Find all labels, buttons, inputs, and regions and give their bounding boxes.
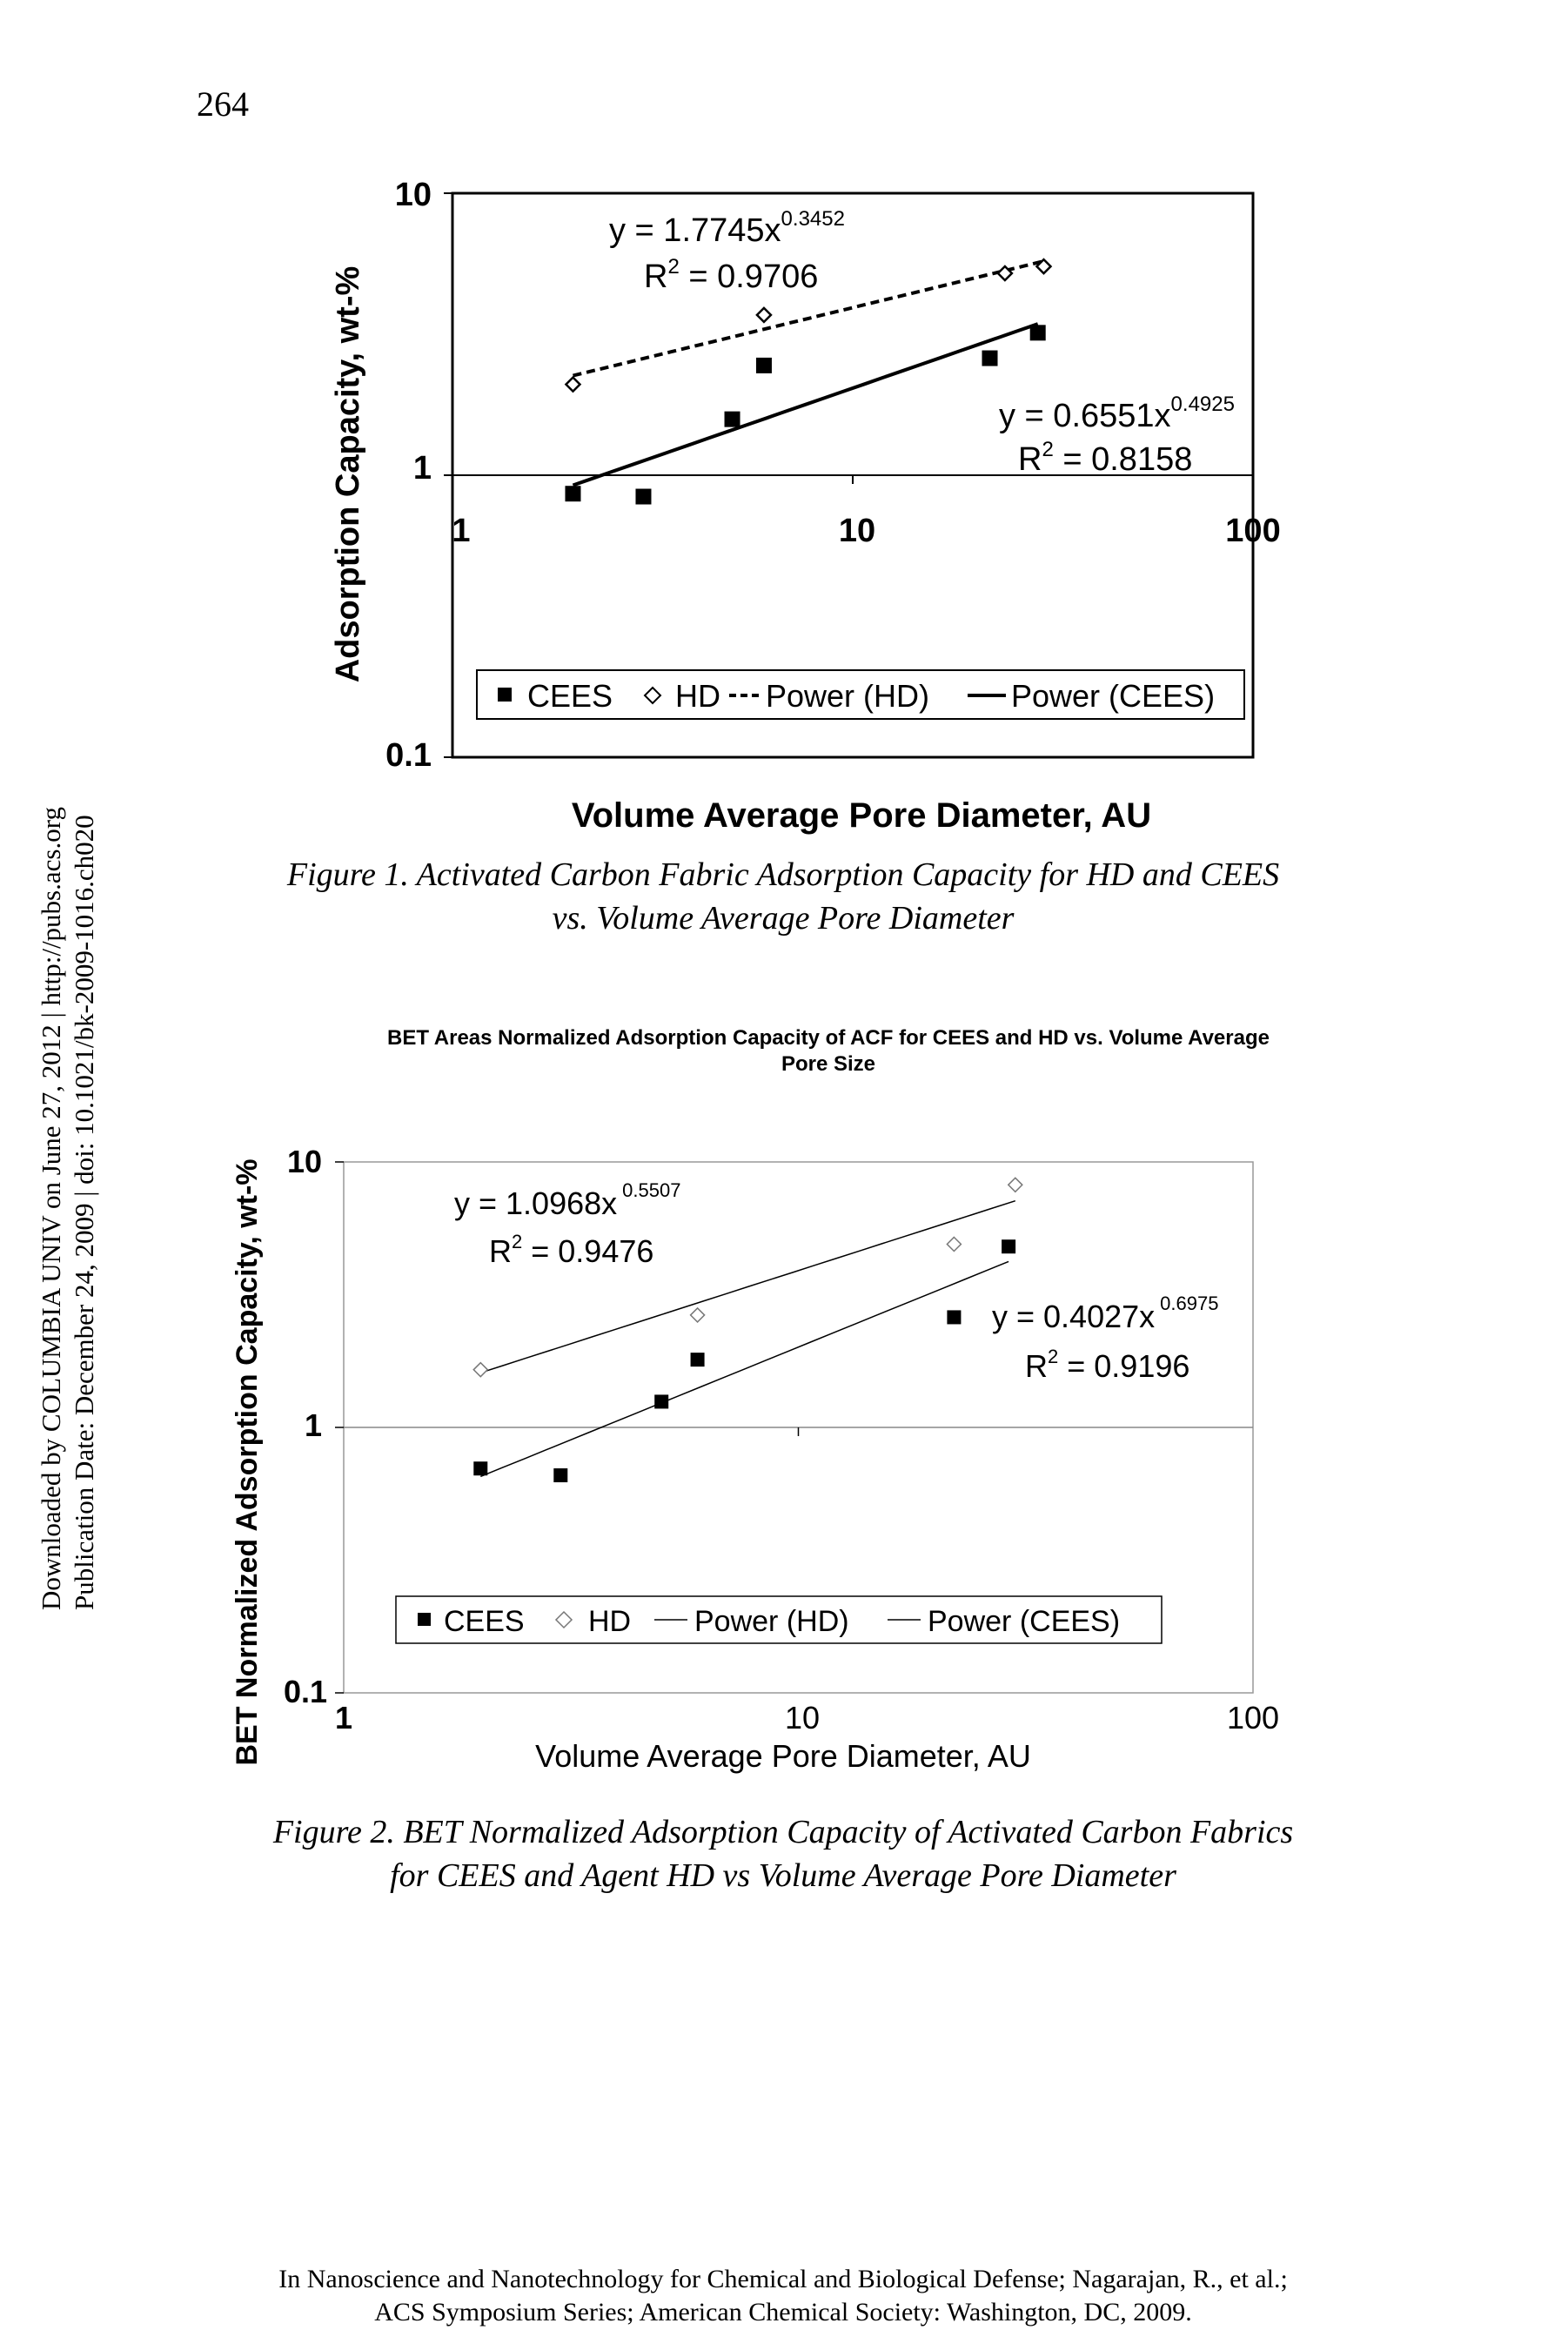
cees-point — [565, 486, 581, 502]
y-tick-10: 10 — [395, 177, 432, 213]
legend-power-cees-label: Power (CEES) — [928, 1605, 1120, 1638]
legend-hd-label: HD — [675, 678, 720, 714]
hd-point — [689, 1306, 706, 1323]
legend-power-cees-label: Power (CEES) — [1011, 678, 1215, 714]
citation-footer: In Nanoscience and Nanotechnology for Ch… — [174, 2263, 1392, 2329]
x-tick-100: 100 — [1225, 513, 1280, 549]
cees-point — [982, 350, 998, 366]
x-tick-100: 100 — [1227, 1700, 1279, 1736]
figure1-caption-line1: Figure 1. Activated Carbon Fabric Adsorp… — [286, 856, 1280, 893]
legend-power-hd-label: Power (HD) — [694, 1605, 849, 1638]
hd-r-squared: R2 = 0.9476 — [489, 1231, 653, 1269]
cees-r-squared: R2 = 0.9196 — [1025, 1346, 1189, 1384]
legend-cees-label: CEES — [527, 678, 613, 714]
cees-point — [473, 1461, 488, 1476]
cees-point — [724, 411, 740, 427]
hd-r-squared: R2 = 0.9706 — [644, 255, 818, 295]
hd-point — [755, 306, 773, 324]
chart-title-line2: Pore Size — [781, 1052, 875, 1076]
cees-point — [654, 1394, 669, 1409]
legend-power-hd-label: Power (HD) — [766, 678, 929, 714]
hd-point — [472, 1361, 489, 1378]
legend-hd-marker — [643, 686, 662, 705]
trendline-power-hd — [573, 259, 1044, 378]
x-axis-label: Volume Average Pore Diameter, AU — [572, 796, 1151, 835]
figure1-chart: 10 1 0.1 1 10 100 Volume Average Pore Di… — [330, 177, 1281, 835]
cees-r-squared: R2 = 0.8158 — [1018, 438, 1192, 478]
trendline-power-hd — [480, 1199, 1016, 1373]
x-tick-10: 10 — [785, 1700, 820, 1736]
figure1-caption: Figure 1. Activated Carbon Fabric Adsorp… — [174, 853, 1392, 940]
figure2-caption-line2: for CEES and Agent HD vs Volume Average … — [390, 1857, 1176, 1894]
hd-point — [564, 375, 582, 393]
hd-point — [946, 1236, 962, 1252]
x-tick-10: 10 — [839, 513, 875, 549]
legend-hd-marker — [554, 1610, 573, 1629]
cees-point — [755, 357, 772, 373]
figure2-caption: Figure 2. BET Normalized Adsorption Capa… — [174, 1810, 1392, 1897]
cees-point — [690, 1353, 705, 1367]
citation-line1: In Nanoscience and Nanotechnology for Ch… — [278, 2265, 1288, 2293]
trendline-power-cees — [572, 322, 1039, 487]
legend: CEES HD Power (HD) Power (CEES) — [395, 1595, 1163, 1644]
figure2-caption-line1: Figure 2. BET Normalized Adsorption Capa… — [272, 1814, 1294, 1850]
y-tick-10: 10 — [287, 1144, 322, 1179]
y-tick-1: 1 — [413, 450, 432, 487]
figure2-chart: BET Areas Normalized Adsorption Capacity… — [231, 1026, 1279, 1774]
x-tick-1: 1 — [452, 513, 470, 549]
trendline-power-cees — [480, 1260, 1009, 1478]
chart-title-line1: BET Areas Normalized Adsorption Capacity… — [387, 1026, 1270, 1050]
y-tick-0.1: 0.1 — [385, 737, 432, 774]
hd-point — [996, 265, 1014, 282]
cees-point — [1029, 325, 1046, 341]
x-axis-label: Volume Average Pore Diameter, AU — [535, 1738, 1031, 1774]
y-axis-label: Adsorption Capacity, wt-% — [330, 266, 366, 683]
legend-hd-label: HD — [588, 1605, 631, 1638]
y-tick-0.1: 0.1 — [284, 1674, 327, 1709]
x-tick-1: 1 — [335, 1700, 352, 1736]
page-number: 264 — [197, 84, 249, 124]
legend-cees-marker — [418, 1613, 431, 1626]
legend-cees-marker — [498, 688, 512, 702]
cees-point — [1002, 1239, 1016, 1254]
legend: CEES HD Power (HD) Power (CEES) — [476, 669, 1245, 720]
hd-equation: y = 1.7745x0.3452 — [609, 207, 845, 249]
y-tick-1: 1 — [305, 1407, 322, 1443]
citation-line2: ACS Symposium Series; American Chemical … — [374, 2298, 1192, 2326]
y-axis-label: BET Normalized Adsorption Capacity, wt-% — [231, 1158, 264, 1765]
cees-point — [553, 1468, 568, 1483]
cees-equation: y = 0.6551x0.4925 — [999, 393, 1235, 434]
cees-point — [947, 1310, 962, 1325]
legend-cees-label: CEES — [444, 1605, 525, 1638]
cees-point — [635, 488, 652, 505]
hd-point — [1007, 1177, 1023, 1193]
hd-point — [1035, 258, 1053, 275]
figure1-caption-line2: vs. Volume Average Pore Diameter — [552, 900, 1015, 937]
